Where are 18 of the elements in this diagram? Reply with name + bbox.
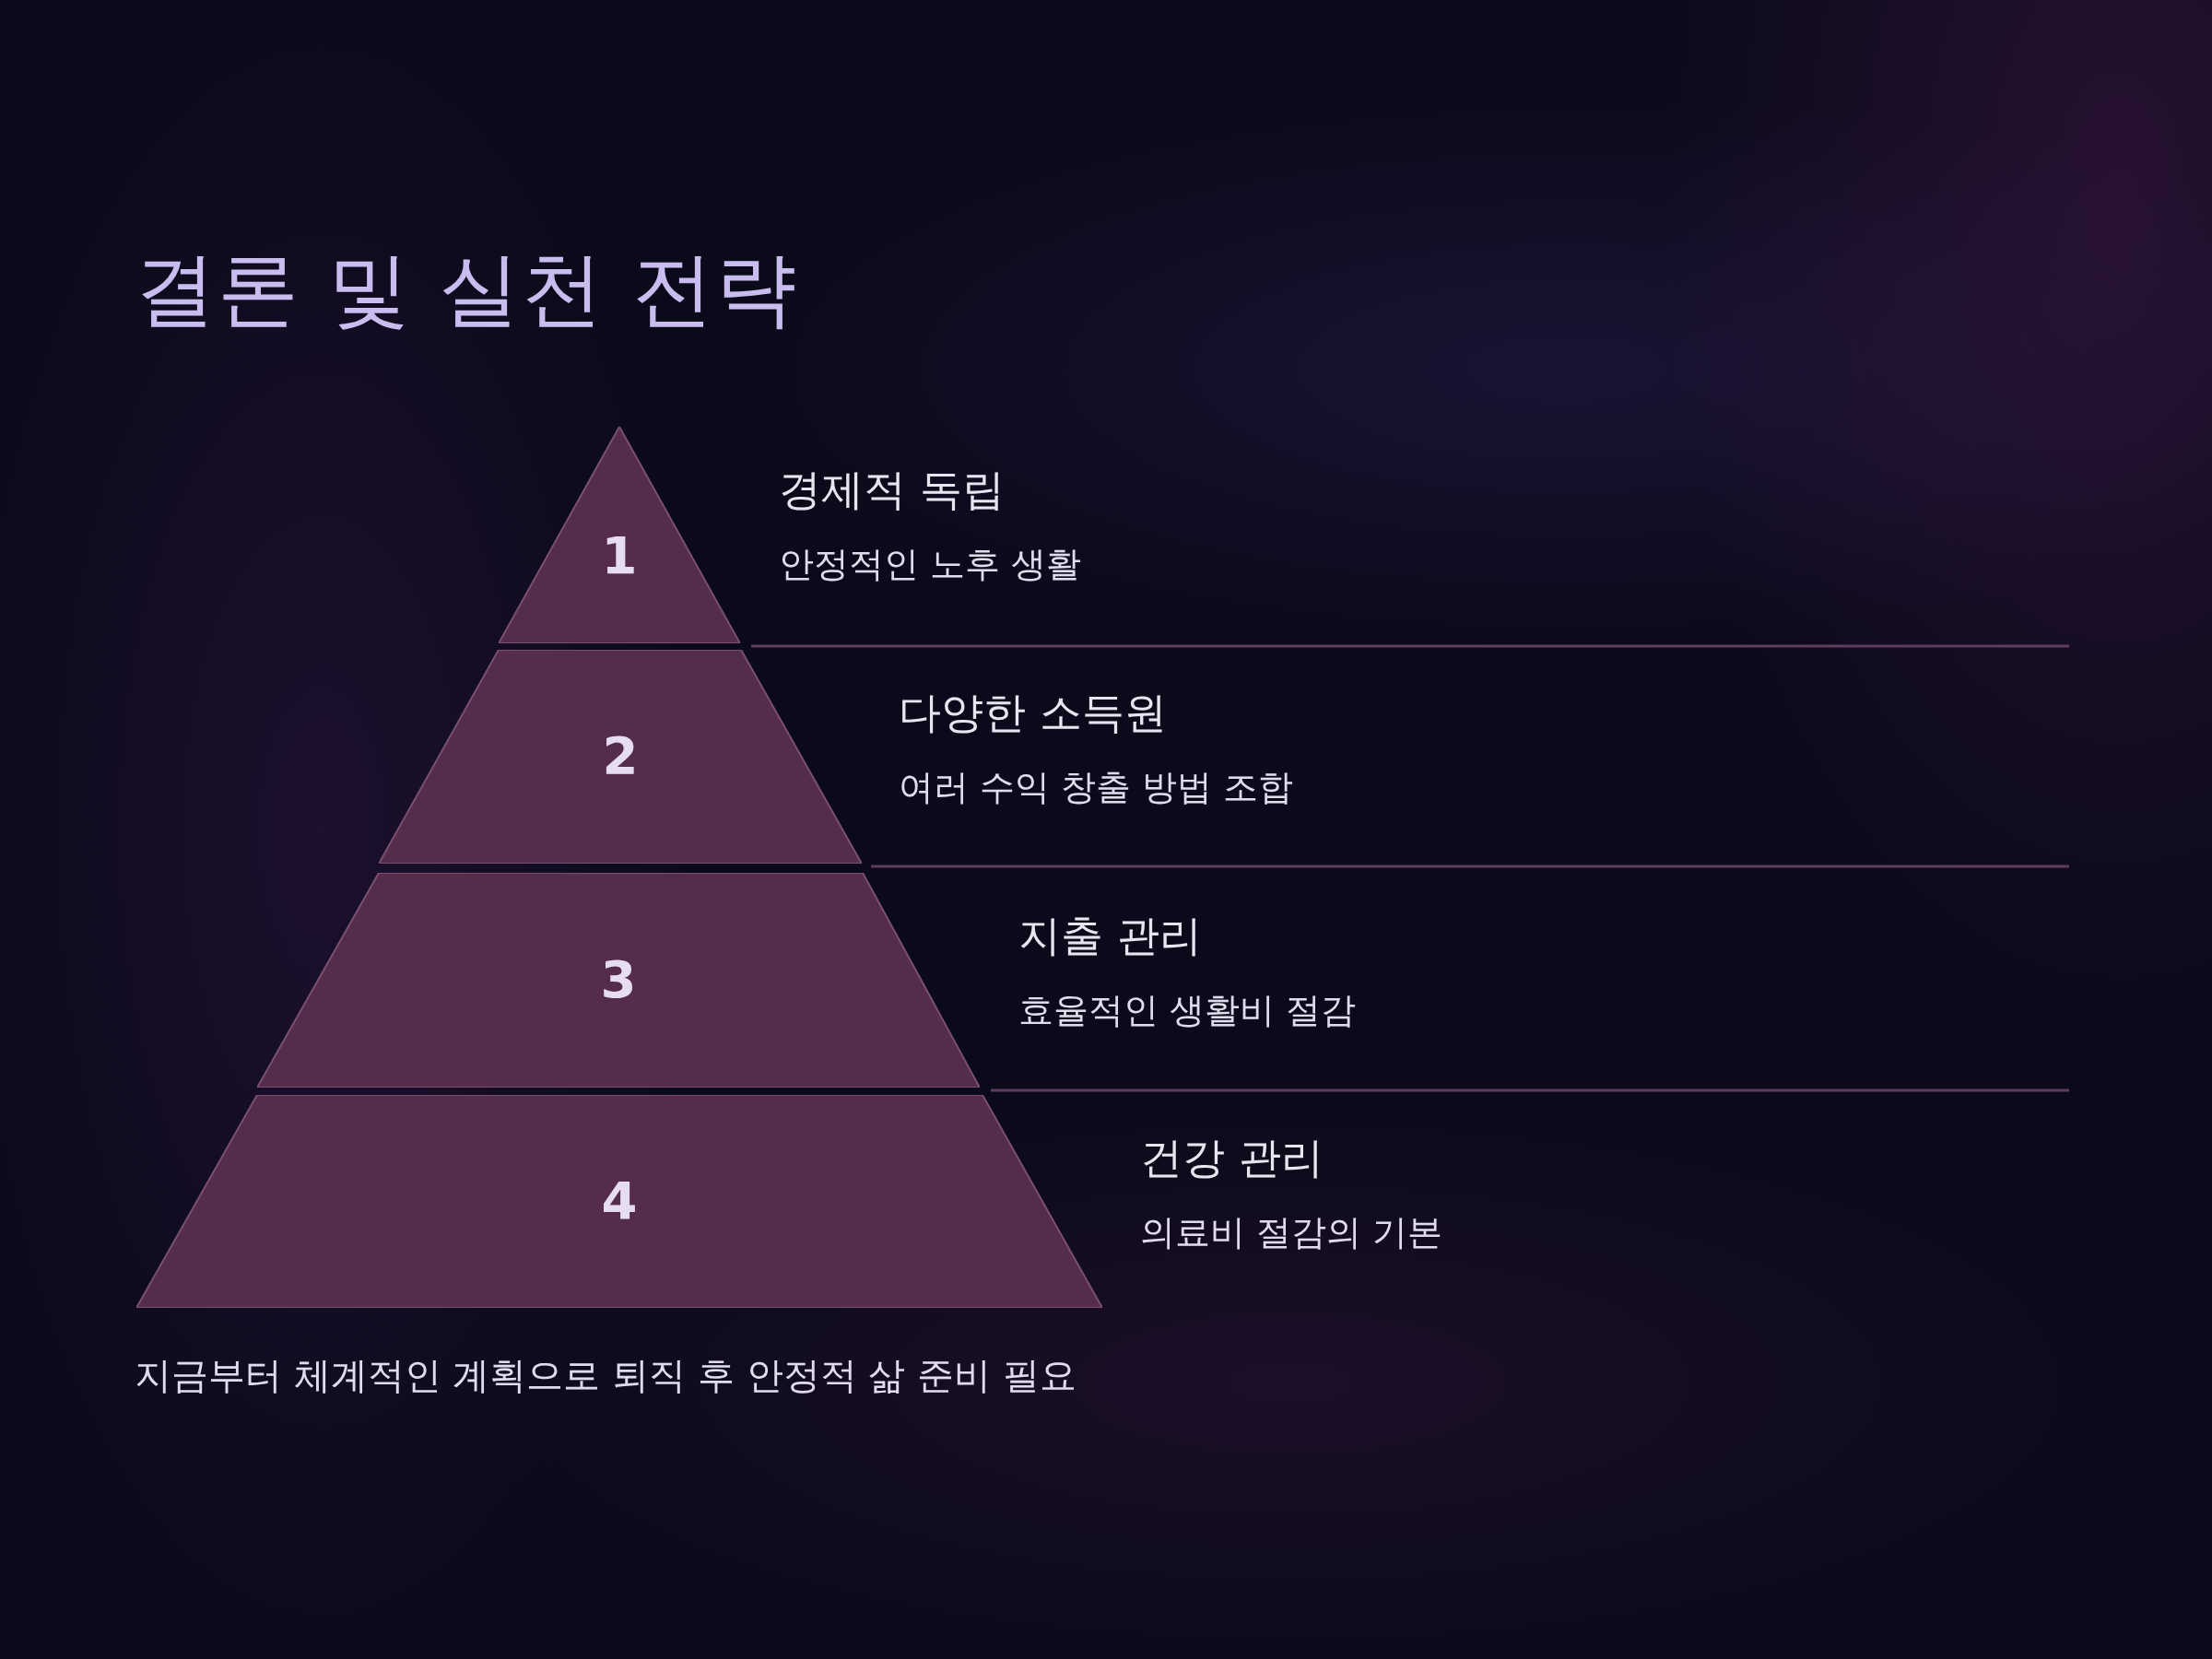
tier-description: 의료비 절감의 기본 [1140,1211,1443,1254]
slide-title: 결론 및 실천 전략 [135,241,798,338]
tier-description: 효율적인 생활비 절감 [1018,989,1357,1032]
tier-number: 1 [600,525,639,585]
tier-heading: 지출 관리 [1018,910,1202,962]
tier-heading: 건강 관리 [1140,1132,1324,1184]
pyramid-tier [257,873,980,1088]
tier-description: 안정적인 노후 생활 [779,543,1082,586]
tier-number: 3 [599,948,638,1009]
tier-description: 여러 수익 창출 방법 조합 [899,766,1294,809]
pyramid-tier [499,427,740,643]
tier-number: 2 [601,725,640,785]
closing-note: 지금부터 체계적인 계획으로 퇴직 후 안정적 삶 준비 필요 [135,1353,1077,1398]
tier-number: 4 [600,1170,639,1230]
tier-heading: 경제적 독립 [779,464,1005,516]
pyramid-tier [136,1095,1102,1308]
tier-heading: 다양한 소득원 [899,687,1167,739]
pyramid-tier [379,650,862,864]
